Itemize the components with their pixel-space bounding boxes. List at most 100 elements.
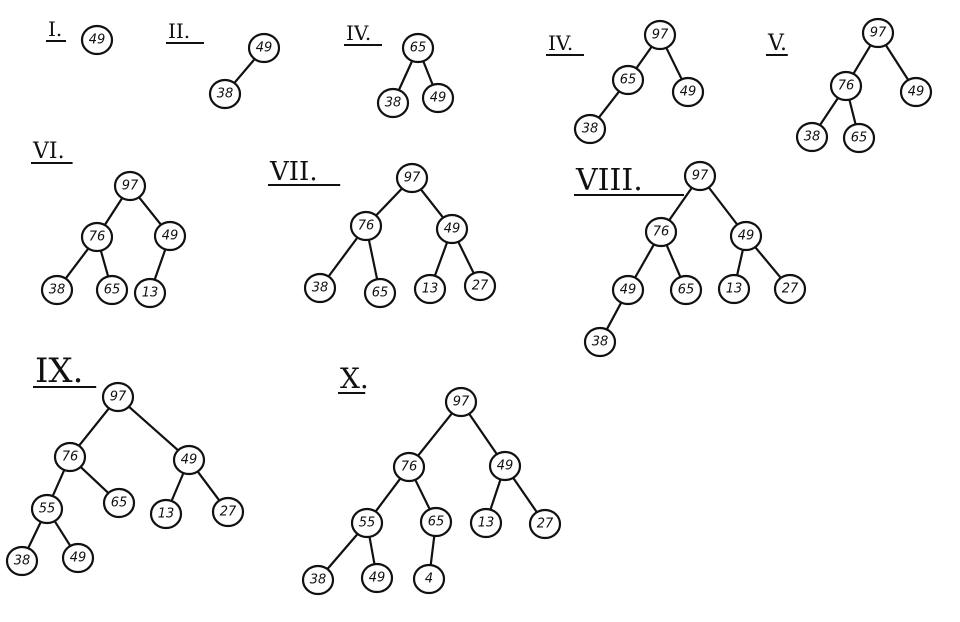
node-value: 27	[220, 505, 237, 520]
tree-edge	[367, 238, 379, 281]
tree-edge	[374, 477, 402, 513]
node-circle	[113, 170, 147, 202]
tree-node: 27	[528, 508, 562, 540]
step-label: II.	[168, 19, 190, 43]
node-value: 49	[181, 453, 198, 468]
node-circle	[444, 386, 478, 418]
tree-node: 38	[5, 545, 39, 577]
tree-node: 27	[211, 496, 245, 528]
tree-node: 38	[208, 78, 242, 110]
node-value: 38	[14, 554, 31, 569]
node-circle	[488, 450, 522, 482]
node-circle	[101, 381, 135, 413]
tree-edge	[735, 248, 745, 277]
tree-node: 97	[113, 170, 147, 202]
tree-node: 27	[463, 270, 497, 302]
node-circle	[40, 274, 74, 306]
node-value: 49	[680, 85, 697, 100]
node-value: 49	[430, 91, 447, 106]
tree-node: 38	[583, 326, 617, 358]
node-circle	[643, 19, 677, 51]
node-circle	[211, 496, 245, 528]
node-value: 27	[537, 517, 554, 532]
tree-node: 55	[350, 507, 384, 539]
node-circle	[669, 274, 703, 306]
step-label: X.	[340, 362, 369, 395]
node-value: 49	[369, 571, 386, 586]
node-value: 76	[653, 225, 670, 240]
tree-edge	[422, 59, 434, 87]
tree-node: 13	[413, 273, 447, 305]
heap-step-1: I.49	[46, 17, 114, 56]
node-circle	[149, 498, 183, 530]
tree-edge	[852, 43, 872, 76]
node-value: 97	[692, 169, 709, 184]
step-label: V.	[767, 31, 787, 56]
node-circle	[435, 213, 469, 245]
node-value: 38	[804, 130, 821, 145]
node-circle	[671, 76, 705, 108]
tree-edge	[597, 89, 621, 120]
node-circle	[61, 542, 95, 574]
node-value: 97	[110, 390, 127, 405]
node-circle	[301, 564, 335, 596]
node-circle	[303, 272, 337, 304]
node-value: 49	[444, 222, 461, 237]
tree-node: 49	[421, 82, 455, 114]
node-circle	[349, 210, 383, 242]
tree-node: 97	[683, 160, 717, 192]
tree-node: 38	[301, 564, 335, 596]
tree-node: 97	[861, 17, 895, 49]
node-value: 76	[89, 230, 106, 245]
step-label: I.	[48, 17, 62, 41]
node-circle	[528, 508, 562, 540]
tree-edge	[416, 411, 454, 458]
tree-node: 13	[469, 507, 503, 539]
tree-edge	[397, 59, 414, 92]
node-circle	[172, 444, 206, 476]
node-circle	[413, 273, 447, 305]
node-value: 76	[62, 450, 79, 465]
node-value: 76	[358, 219, 375, 234]
node-circle	[842, 122, 876, 154]
tree-node: 38	[573, 113, 607, 145]
step-label: VI.	[32, 139, 65, 164]
tree-edge	[64, 247, 90, 280]
tree-edge	[77, 406, 111, 448]
node-circle	[102, 487, 136, 519]
tree-edge	[429, 534, 436, 567]
node-value: 65	[111, 496, 128, 511]
node-value: 13	[422, 282, 439, 297]
tree-node: 65	[401, 32, 435, 64]
tree-edge	[374, 187, 404, 217]
tree-node: 13	[717, 273, 751, 305]
node-circle	[773, 273, 807, 305]
node-circle	[350, 507, 384, 539]
node-value: 49	[738, 229, 755, 244]
tree-edge	[605, 301, 623, 331]
node-value: 65	[372, 286, 389, 301]
tree-edge	[635, 45, 653, 70]
tree-edge	[232, 57, 257, 85]
node-value: 49	[70, 551, 87, 566]
node-value: 38	[385, 96, 402, 111]
node-value: 65	[678, 283, 695, 298]
node-value: 65	[104, 283, 121, 298]
node-circle	[421, 82, 455, 114]
node-value: 13	[142, 286, 159, 301]
node-value: 4	[425, 572, 433, 587]
tree-edge	[848, 98, 857, 126]
tree-edge	[818, 96, 840, 127]
step-label: VIII.	[575, 163, 643, 198]
tree-node: 97	[101, 381, 135, 413]
node-value: 38	[49, 283, 66, 298]
tree-edge	[53, 519, 72, 548]
tree-node: 65	[611, 64, 645, 96]
tree-node: 76	[53, 441, 87, 473]
tree-edge	[137, 195, 163, 227]
tree-edge	[414, 478, 431, 511]
